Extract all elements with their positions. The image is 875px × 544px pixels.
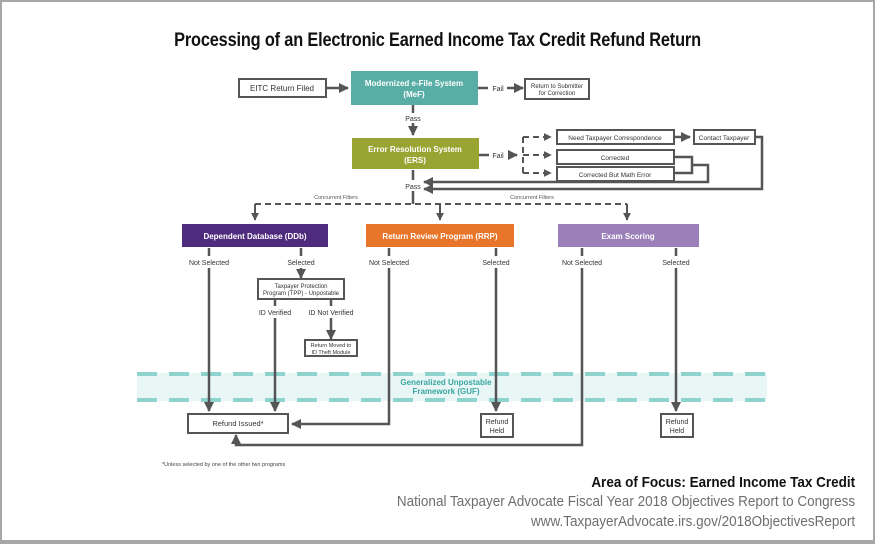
node-corrected-label: Corrected xyxy=(601,155,630,162)
rrp-not-selected: Not Selected xyxy=(369,260,409,267)
node-eitc-filed: EITC Return Filed xyxy=(238,78,327,98)
node-refund-issued: Refund Issued* xyxy=(187,413,289,434)
edge-rrp-ns xyxy=(291,268,391,429)
node-exam-label: Exam Scoring xyxy=(601,232,654,241)
node-return-label-2: for Correction xyxy=(539,91,575,97)
node-corrected-math-label: Corrected But Math Error xyxy=(579,172,652,179)
node-ers-label-2: (ERS) xyxy=(404,156,426,165)
node-tpp-label-1: Taxpayer Protection xyxy=(274,284,327,290)
ers-fail-label: Fail xyxy=(492,153,504,160)
node-need-label: Need Taxpayer Correspondence xyxy=(568,135,662,142)
node-refund-held-exam: Refund Held xyxy=(660,413,694,438)
node-exam: Exam Scoring xyxy=(558,224,699,247)
node-id-theft-label-2: ID Theft Module xyxy=(311,350,350,356)
guf-label-1: Generalized Unpostable xyxy=(400,378,492,387)
mef-fail-label: Fail xyxy=(492,86,504,93)
node-need-correspondence: Need Taxpayer Correspondence xyxy=(556,129,675,145)
node-contact-taxpayer: Contact Taxpayer xyxy=(693,129,756,145)
edge-exam-ns xyxy=(231,268,584,447)
ddb-not-selected: Not Selected xyxy=(189,260,229,267)
node-tpp-label-2: Program (TPP) - Unpostable xyxy=(263,291,340,297)
node-tpp: Taxpayer Protection Program (TPP) - Unpo… xyxy=(257,278,345,300)
node-refund-held-rrp: Refund Held xyxy=(480,413,514,438)
node-ddb-label: Dependent Database (DDb) xyxy=(203,232,306,241)
footnote: *Unless selected by one of the other two… xyxy=(162,462,285,468)
ddb-selected: Selected xyxy=(287,260,314,267)
footer-area-of-focus: Area of Focus: Earned Income Tax Credit xyxy=(591,474,855,491)
concurrent-filters-left: Concurrent Filters xyxy=(314,195,358,201)
node-ddb: Dependent Database (DDb) xyxy=(182,224,328,247)
id-verified-label: ID Verified xyxy=(259,310,291,317)
node-eitc-filed-label: EITC Return Filed xyxy=(250,84,314,93)
node-refund-held-rrp-label-1: Refund xyxy=(486,419,509,426)
node-mef: Modernized e-File System (MeF) xyxy=(351,71,478,105)
node-mef-label-1: Modernized e-File System xyxy=(365,79,463,88)
node-id-theft-label-1: Return Moved to xyxy=(311,343,352,349)
rrp-selected: Selected xyxy=(482,260,509,267)
node-id-theft: Return Moved to ID Theft Module xyxy=(304,339,358,357)
diagram-title: Processing of an Electronic Earned Incom… xyxy=(174,30,701,51)
guf-band xyxy=(137,373,767,401)
node-refund-held-rrp-label-2: Held xyxy=(490,428,505,435)
footer-url[interactable]: www.TaxpayerAdvocate.irs.gov/2018Objecti… xyxy=(530,513,855,530)
node-refund-held-exam-label-1: Refund xyxy=(666,419,689,426)
edge-contact-feedback xyxy=(423,135,764,194)
node-corrected-math-error: Corrected But Math Error xyxy=(556,166,675,182)
node-return-to-submitter: Return to Submitter for Correction xyxy=(524,78,590,100)
exam-not-selected: Not Selected xyxy=(562,260,602,267)
node-rrp: Return Review Program (RRP) xyxy=(366,224,514,247)
node-refund-issued-label: Refund Issued* xyxy=(212,419,263,428)
concurrent-filters-right: Concurrent Filters xyxy=(510,195,554,201)
node-corrected: Corrected xyxy=(556,149,675,165)
guf-label-2: Framework (GUF) xyxy=(412,387,479,396)
exam-selected: Selected xyxy=(662,260,689,267)
edge-corrected-merge xyxy=(674,155,694,175)
footer-report: National Taxpayer Advocate Fiscal Year 2… xyxy=(396,493,855,510)
node-rrp-label: Return Review Program (RRP) xyxy=(382,232,497,241)
node-refund-held-exam-label-2: Held xyxy=(670,428,685,435)
node-return-label-1: Return to Submitter xyxy=(531,84,583,90)
node-ers: Error Resolution System (ERS) xyxy=(352,138,479,169)
node-mef-label-2: (MeF) xyxy=(403,90,425,99)
node-ers-label-1: Error Resolution System xyxy=(368,145,462,154)
mef-pass-label: Pass xyxy=(405,116,421,123)
ers-pass-label: Pass xyxy=(405,184,421,191)
node-contact-label: Contact Taxpayer xyxy=(699,135,750,142)
id-not-verified-label: ID Not Verified xyxy=(308,310,353,317)
